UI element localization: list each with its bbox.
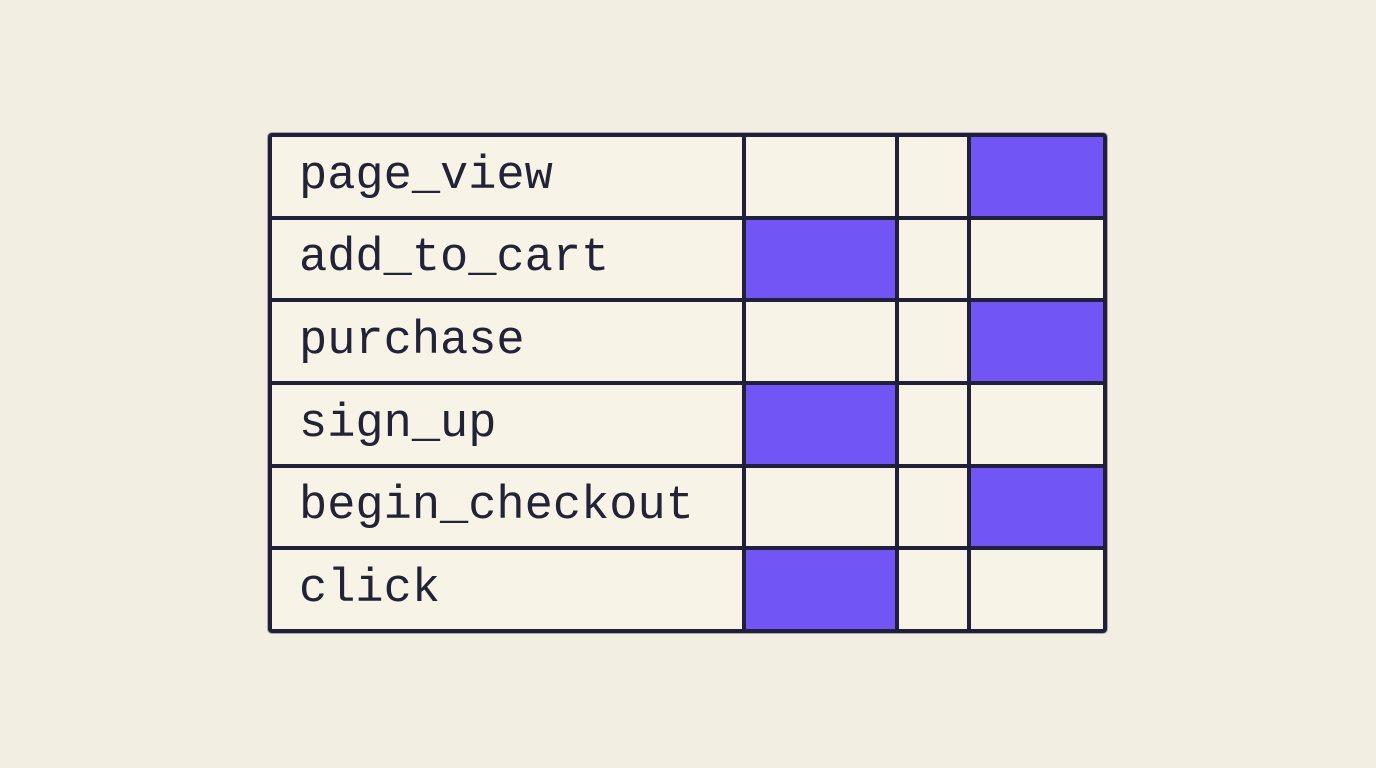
empty-value-cell xyxy=(746,302,895,381)
filled-value-cell xyxy=(746,384,895,464)
filled-value-cell xyxy=(971,467,1103,547)
event-label-cell: sign_up xyxy=(272,384,742,464)
empty-value-cell xyxy=(899,302,967,381)
filled-value-cell xyxy=(971,137,1103,216)
empty-value-cell xyxy=(899,137,967,216)
empty-value-cell xyxy=(899,219,967,299)
event-label-cell: purchase xyxy=(272,302,742,381)
event-label-cell: add_to_cart xyxy=(272,219,742,299)
empty-value-cell xyxy=(971,219,1103,299)
event-label-cell: page_view xyxy=(272,137,742,216)
empty-value-cell xyxy=(899,467,967,547)
filled-value-cell xyxy=(746,550,895,629)
empty-value-cell xyxy=(899,550,967,629)
empty-value-cell xyxy=(746,137,895,216)
empty-value-cell xyxy=(899,384,967,464)
empty-value-cell xyxy=(746,467,895,547)
event-label-cell: click xyxy=(272,550,742,629)
filled-value-cell xyxy=(971,302,1103,381)
filled-value-cell xyxy=(746,219,895,299)
event-label-cell: begin_checkout xyxy=(272,467,742,547)
empty-value-cell xyxy=(971,384,1103,464)
empty-value-cell xyxy=(971,550,1103,629)
